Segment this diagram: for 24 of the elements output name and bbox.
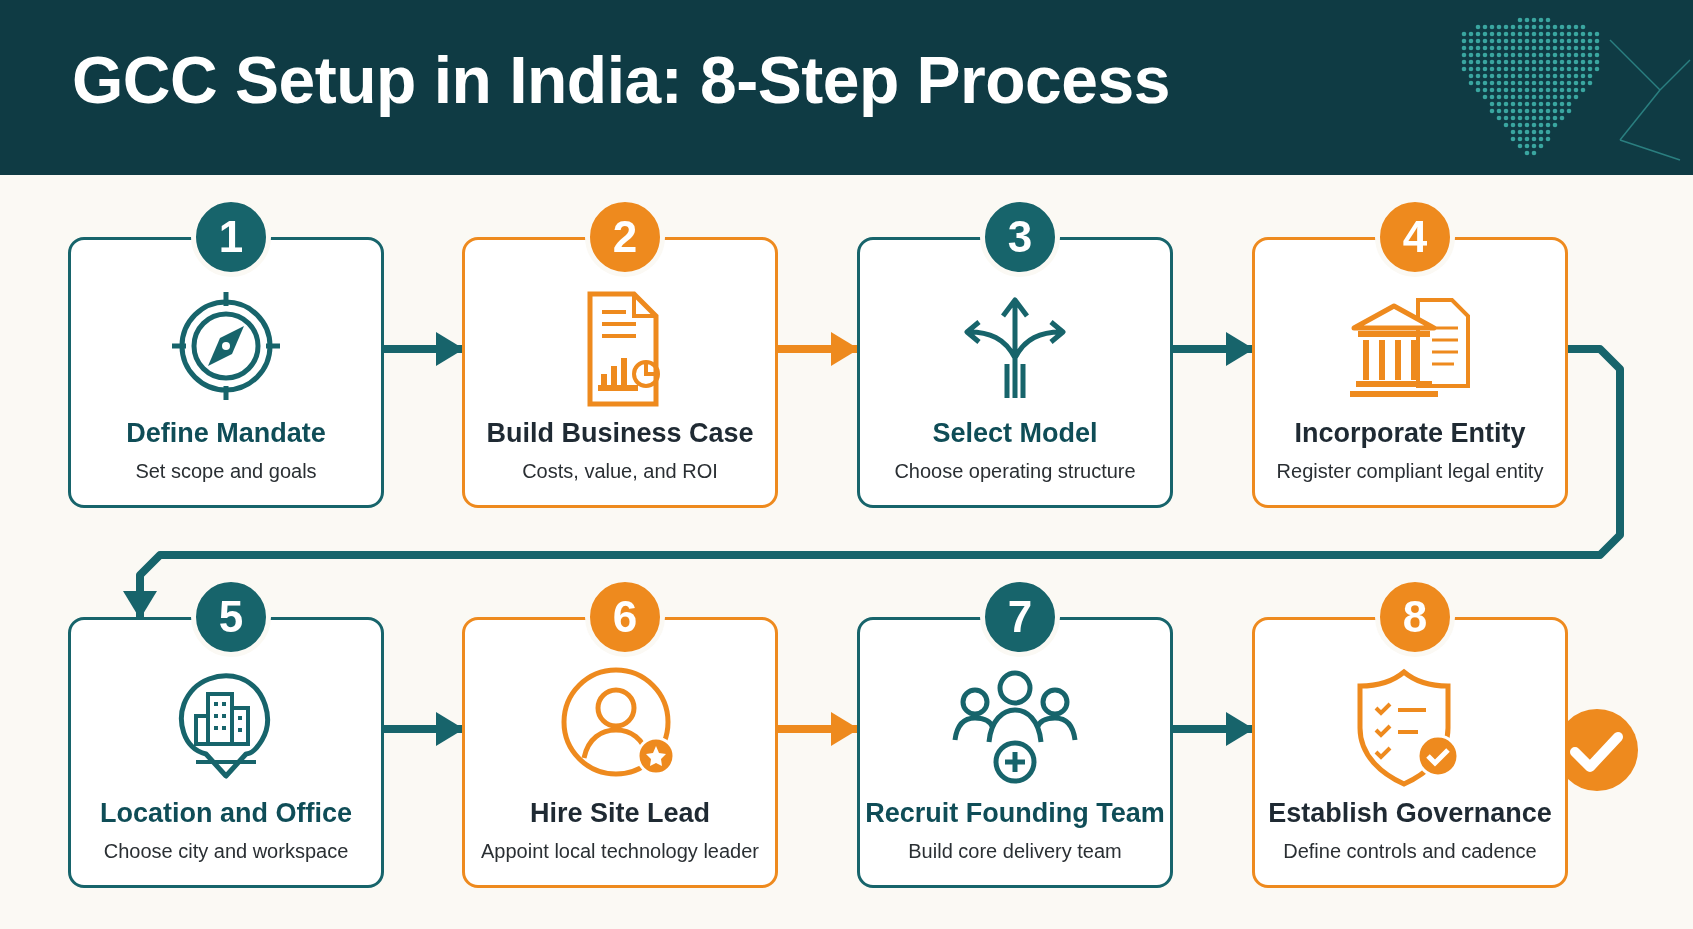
title: GCC Setup in India: 8-Step Process bbox=[72, 42, 1170, 118]
step-title: Location and Office bbox=[99, 798, 353, 829]
step-title: Build Business Case bbox=[485, 418, 755, 449]
arrow bbox=[384, 712, 464, 746]
step-description: Define controls and cadence bbox=[1282, 840, 1538, 863]
step-title: Select Model bbox=[931, 418, 1099, 449]
arrow bbox=[123, 345, 1624, 619]
step-description: Set scope and goals bbox=[134, 460, 318, 483]
step-description: Appoint local technology leader bbox=[480, 840, 760, 863]
step-description: Choose operating structure bbox=[893, 460, 1137, 483]
arrow bbox=[1173, 712, 1254, 746]
arrow bbox=[1173, 332, 1254, 366]
step-description: Build core delivery team bbox=[907, 840, 1123, 863]
step-description: Choose city and workspace bbox=[102, 840, 350, 863]
step-title: Establish Governance bbox=[1267, 798, 1553, 829]
step-title: Hire Site Lead bbox=[528, 798, 712, 829]
step-title: Incorporate Entity bbox=[1293, 418, 1527, 449]
step-title: Define Mandate bbox=[125, 418, 327, 449]
step-title: Recruit Founding Team bbox=[864, 798, 1166, 829]
arrow bbox=[778, 712, 859, 746]
arrow bbox=[778, 332, 859, 366]
step-description: Costs, value, and ROI bbox=[521, 460, 719, 483]
step-description: Register compliant legal entity bbox=[1275, 460, 1545, 483]
arrow bbox=[384, 332, 464, 366]
